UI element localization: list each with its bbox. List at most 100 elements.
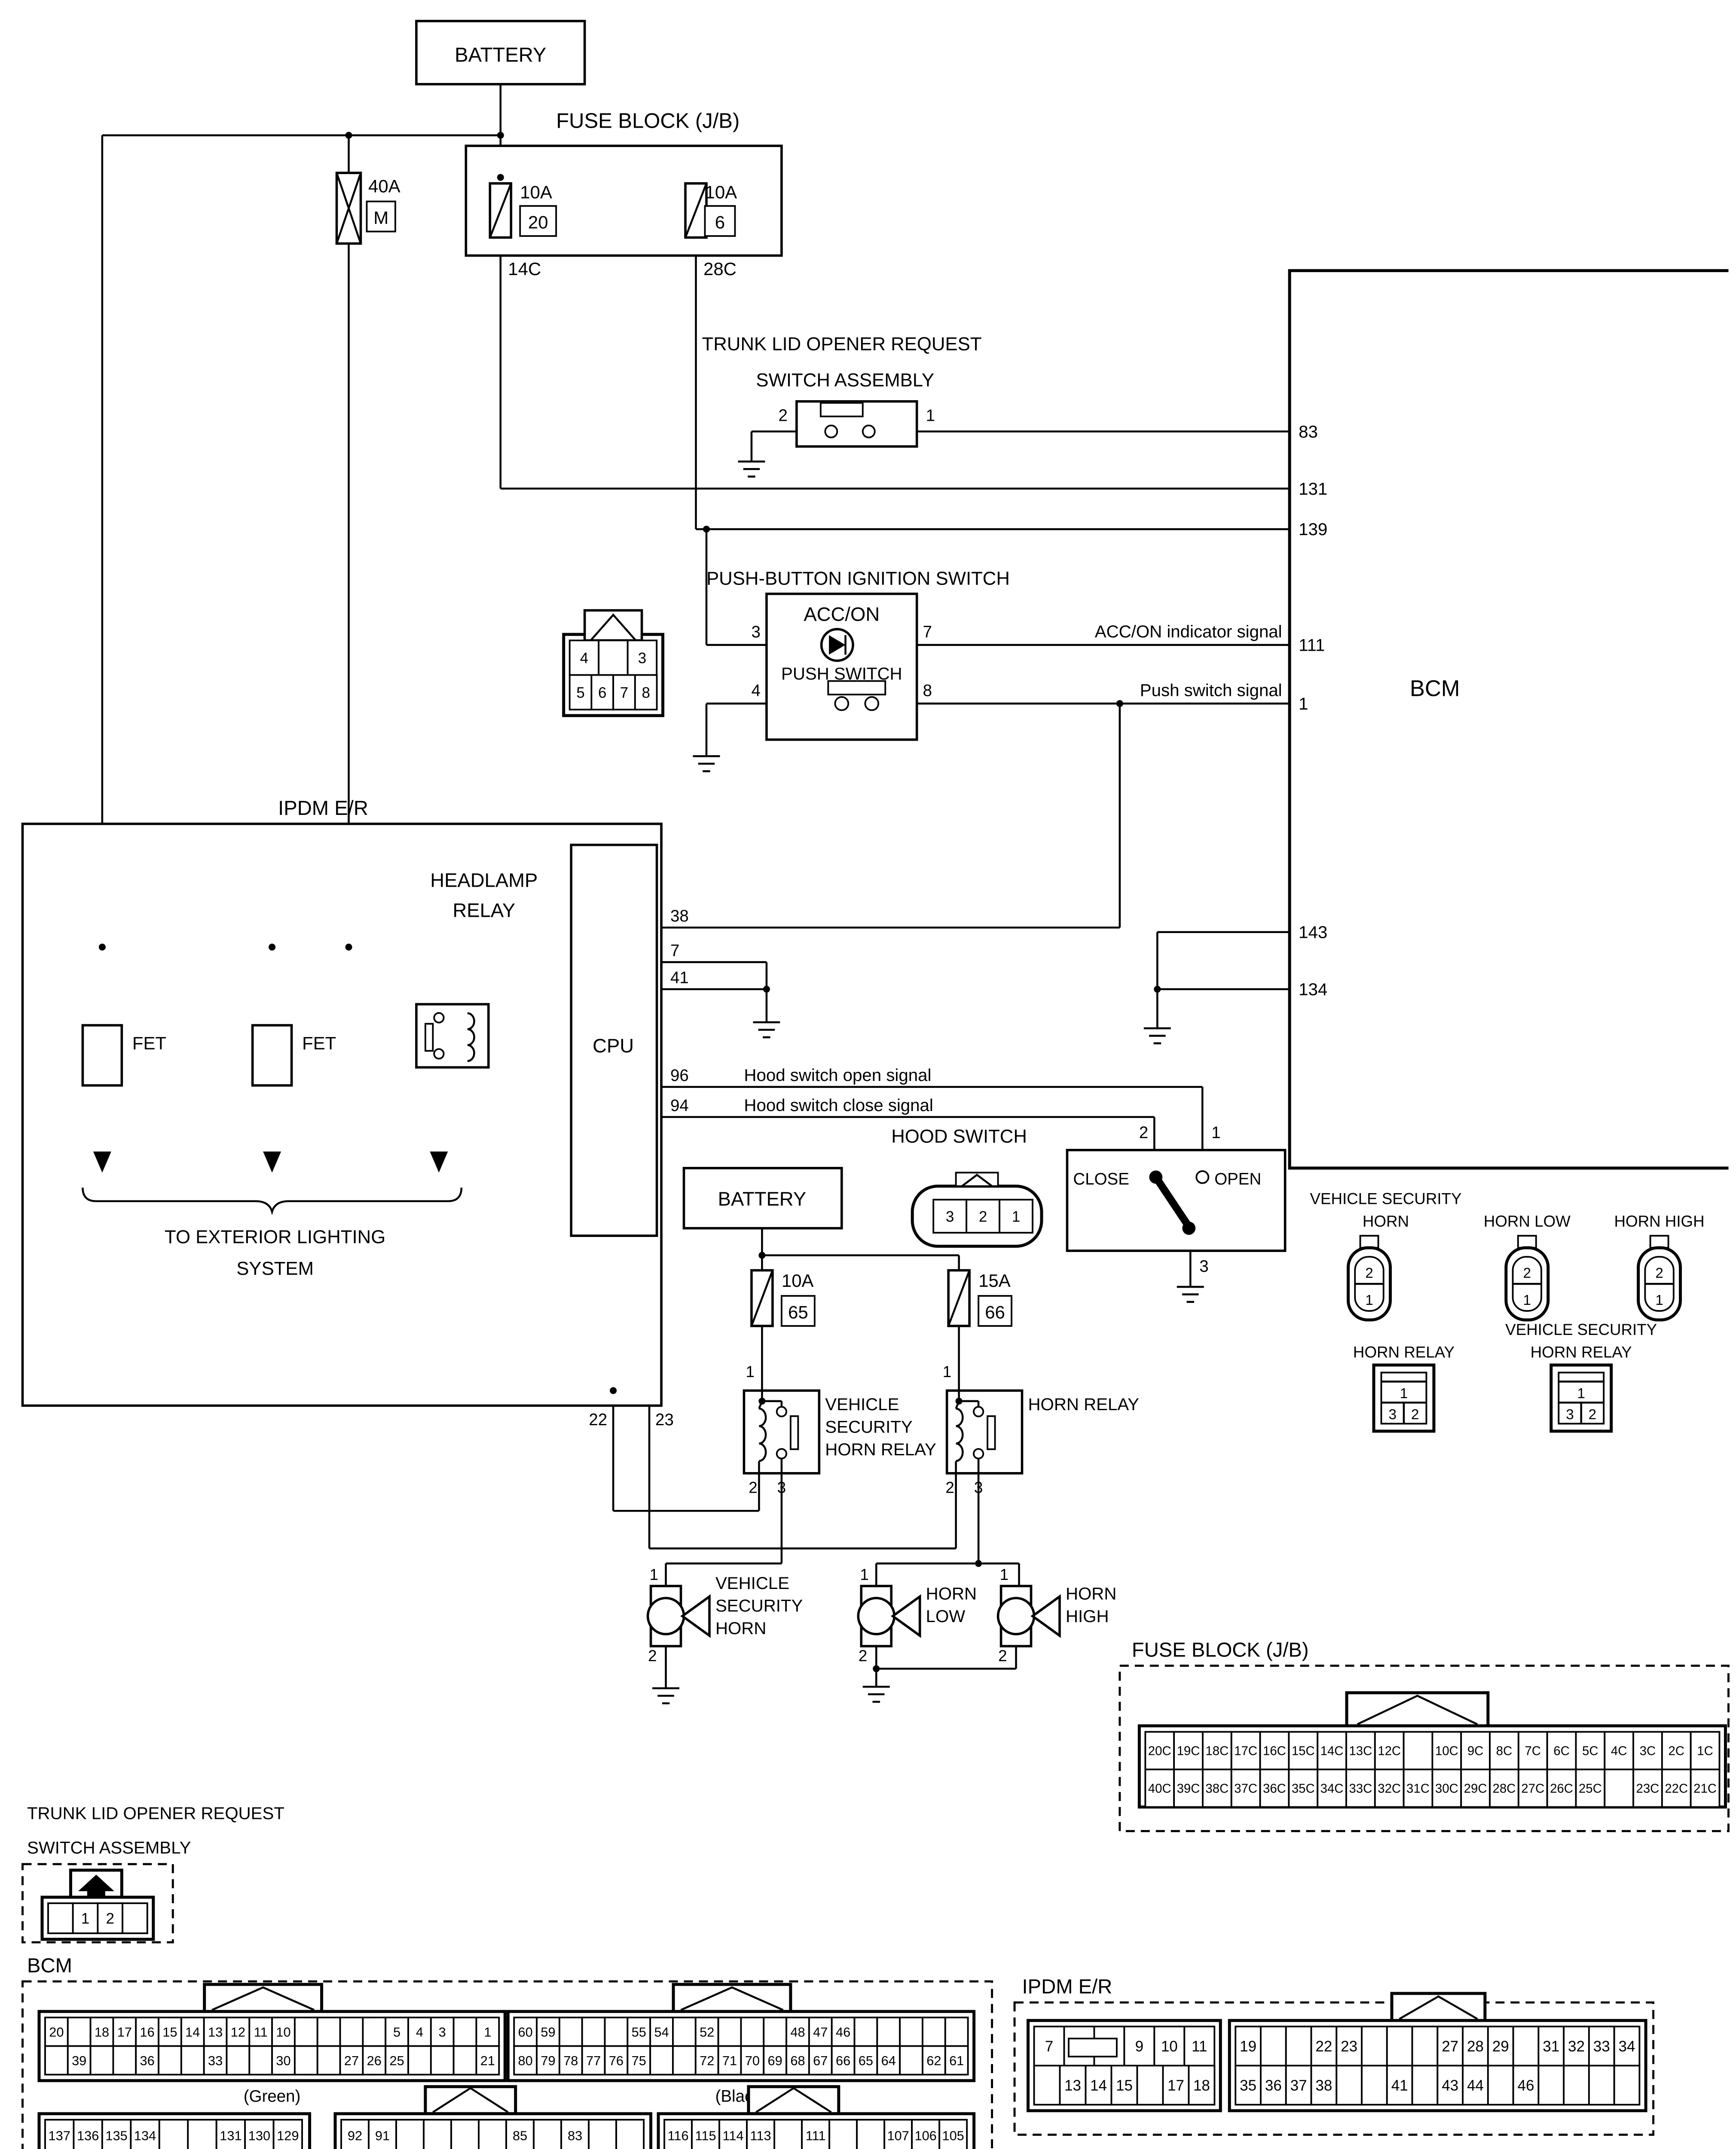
connector-cell (604, 2017, 629, 2047)
connector-cell-label: 62 (926, 2053, 941, 2068)
connector-cell-label: 30 (276, 2053, 290, 2068)
connector-cell-label: 21C (1693, 1782, 1717, 1796)
horn-low-connector-icon: HORN LOW 2 1 (1484, 1212, 1571, 1322)
connector-cell (853, 2045, 878, 2076)
svg-text:1: 1 (1211, 1123, 1220, 1142)
connector-cell (368, 2118, 397, 2149)
connector-cell (430, 2017, 455, 2047)
connector-cell (932, 1199, 968, 1234)
connector-cell (44, 2118, 75, 2149)
svg-text:HORN HIGH: HORN HIGH (1614, 1212, 1705, 1230)
connector-cell-label: 7C (1525, 1744, 1541, 1758)
svg-text:VEHICLE: VEHICLE (825, 1395, 899, 1414)
connector-cell-label: 85 (513, 2128, 527, 2143)
connector-cell (294, 2017, 318, 2047)
connector-cell-label: 7 (1045, 2038, 1053, 2055)
connector-cell-label: 111 (806, 2128, 826, 2143)
connector-cell (746, 2118, 776, 2149)
bcm-label: BCM (1410, 676, 1460, 701)
connector-cell-label: 13 (1064, 2077, 1081, 2094)
signal-acc: ACC/ON indicator signal (1095, 622, 1282, 641)
fuse-block-box (465, 144, 783, 257)
connector-cell-label: 2 (106, 1910, 114, 1927)
connector-cell (1110, 2065, 1138, 2106)
svg-text:1: 1 (1523, 1292, 1531, 1308)
connector-cell (1460, 1768, 1491, 1808)
connector-cell-label: 43 (1442, 2077, 1458, 2094)
connector-cell (47, 1902, 74, 1935)
vs-horn-connector-icon: VEHICLE SECURITY HORN 2 1 (1310, 1190, 1461, 1322)
ipdm-label: IPDM E/R (278, 797, 368, 820)
ground-bcm (1144, 1028, 1171, 1043)
svg-text:15A: 15A (978, 1270, 1011, 1291)
svg-text:40A: 40A (368, 176, 400, 196)
connector-cell-label: 38 (1315, 2077, 1332, 2094)
connector-cell-label: 137 (49, 2128, 70, 2143)
terminal-28c: 28C (703, 259, 737, 279)
connector-cell-label: 17C (1234, 1744, 1257, 1758)
connector-cell (1411, 2026, 1439, 2066)
svg-text:CLOSE: CLOSE (1073, 1170, 1129, 1188)
connector-cell (853, 2017, 878, 2047)
connector-cell (89, 2045, 114, 2076)
svg-text:HORN RELAY: HORN RELAY (1353, 1343, 1455, 1361)
connector-cell-label: 18 (95, 2024, 109, 2039)
connector-cell-label: 21 (480, 2053, 495, 2068)
connector-cell (1059, 2065, 1087, 2106)
connector-cell-label: 6 (598, 684, 606, 701)
svg-text:HORN RELAY: HORN RELAY (1028, 1395, 1139, 1414)
bcm-connector-white: 137136135134131130129143142141140139138 (37, 2112, 312, 2149)
connector-cell (1563, 2026, 1590, 2066)
svg-text:1: 1 (1655, 1292, 1663, 1308)
svg-text:PUSH SWITCH: PUSH SWITCH (781, 664, 902, 683)
svg-text:20: 20 (528, 212, 548, 233)
connector-cell (999, 1199, 1033, 1234)
horn-low: 1 HORN LOW 2 (857, 1566, 977, 1665)
connector-cell (122, 1902, 148, 1935)
svg-text:SWITCH ASSEMBLY: SWITCH ASSEMBLY (756, 370, 934, 391)
connector-cell-label: 115 (695, 2128, 716, 2143)
connector-cell-label: 5C (1582, 1744, 1598, 1758)
connector-cell (1588, 2065, 1615, 2106)
svg-text:HORN RELAY: HORN RELAY (825, 1440, 936, 1459)
bcm-box: BCM (1288, 269, 1729, 1170)
svg-text:1: 1 (1000, 1566, 1009, 1583)
battery-label: BATTERY (455, 43, 546, 66)
connector-cell-label: 1C (1697, 1744, 1713, 1758)
ground-trunk (738, 462, 765, 477)
connector-cell (922, 2017, 946, 2047)
svg-text:HORN: HORN (1066, 1584, 1116, 1604)
connector-cell-label: 4 (416, 2024, 423, 2039)
fet2-box (251, 1024, 293, 1087)
fuse-10a-6: 10A 6 28C (684, 182, 737, 279)
connector-cell (581, 2045, 606, 2076)
connector-cell-label: 8 (642, 684, 650, 701)
svg-text:FUSE BLOCK (J/B): FUSE BLOCK (J/B) (1132, 1639, 1309, 1662)
connector-cell-label: 3 (439, 2024, 446, 2039)
connector-cell-label: 27 (344, 2053, 359, 2068)
connector-cell-label: 19C (1177, 1744, 1200, 1758)
connector-cell-label: 23 (1341, 2038, 1357, 2055)
fuse-block-label: FUSE BLOCK (J/B) (556, 109, 740, 132)
connector-cell-label: 20 (49, 2024, 64, 2039)
connector-cell-label: 14C (1320, 1744, 1344, 1758)
connector-cell-label: 134 (134, 2128, 156, 2143)
connector-cell-label: 59 (541, 2024, 555, 2039)
bcm-pin-131: 131 (1299, 479, 1327, 499)
connector-cell (627, 640, 658, 676)
connector-cell-label: 22C (1665, 1782, 1688, 1796)
connector-cell (717, 2045, 742, 2076)
connector-cell (1431, 1731, 1462, 1770)
connector-cell (663, 2118, 693, 2149)
connector-cell-label: 69 (768, 2053, 782, 2068)
connector-cell (407, 2045, 432, 2076)
connector-cell-label: 44 (1467, 2077, 1484, 2094)
connector-cell-label: 31C (1406, 1782, 1430, 1796)
ipdm-box (21, 822, 663, 1407)
connector-cell-label: 5 (576, 684, 584, 701)
connector-cell (1235, 2065, 1262, 2106)
svg-text:3: 3 (752, 623, 761, 641)
battery-box (415, 20, 586, 86)
